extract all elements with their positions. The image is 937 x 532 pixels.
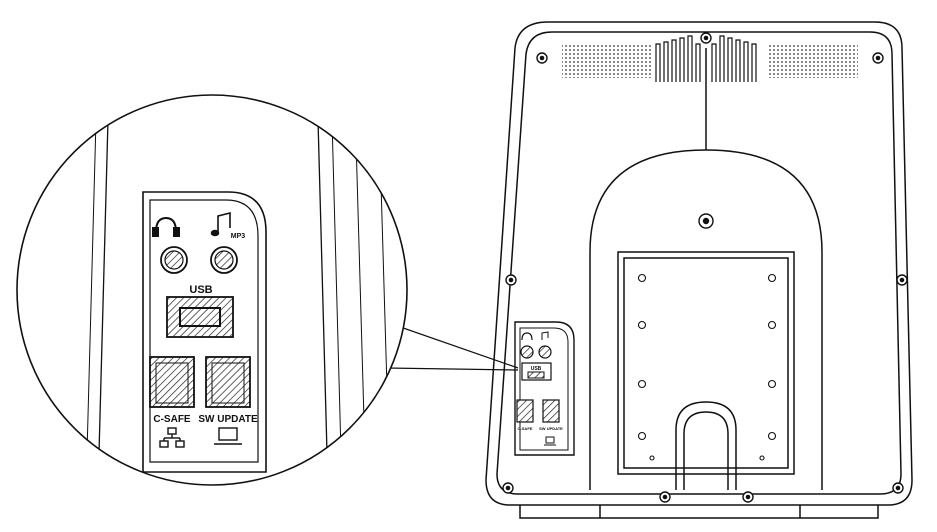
usb-port bbox=[166, 296, 234, 338]
music-note-icon bbox=[210, 211, 231, 237]
left-speaker-grille bbox=[562, 44, 652, 78]
console-body bbox=[485, 21, 913, 519]
headphone-jack bbox=[160, 246, 188, 274]
computer-icon bbox=[214, 427, 242, 445]
sw-update-label: SW UPDATE bbox=[198, 414, 258, 425]
mp3-jack bbox=[210, 246, 238, 274]
magnified-view: MP3 USB C-SAFE SW UPDATE bbox=[16, 94, 408, 486]
right-speaker-grille bbox=[768, 44, 858, 78]
console-usb-label: USB bbox=[531, 366, 542, 372]
console-sw-update-label: SW UPDATE bbox=[539, 426, 563, 431]
console-csafe-label: C-SAFE bbox=[518, 426, 533, 431]
csafe-port bbox=[149, 356, 195, 408]
headphone-icon bbox=[152, 216, 180, 237]
network-icon bbox=[159, 427, 185, 448]
screws bbox=[502, 32, 908, 503]
mp3-label: MP3 bbox=[231, 233, 246, 240]
console-port-panel bbox=[514, 321, 575, 456]
sw-update-port bbox=[205, 356, 251, 408]
usb-label: USB bbox=[189, 284, 212, 296]
plate-holes bbox=[637, 273, 777, 461]
vent-fins bbox=[655, 35, 757, 82]
csafe-label: C-SAFE bbox=[153, 414, 191, 425]
